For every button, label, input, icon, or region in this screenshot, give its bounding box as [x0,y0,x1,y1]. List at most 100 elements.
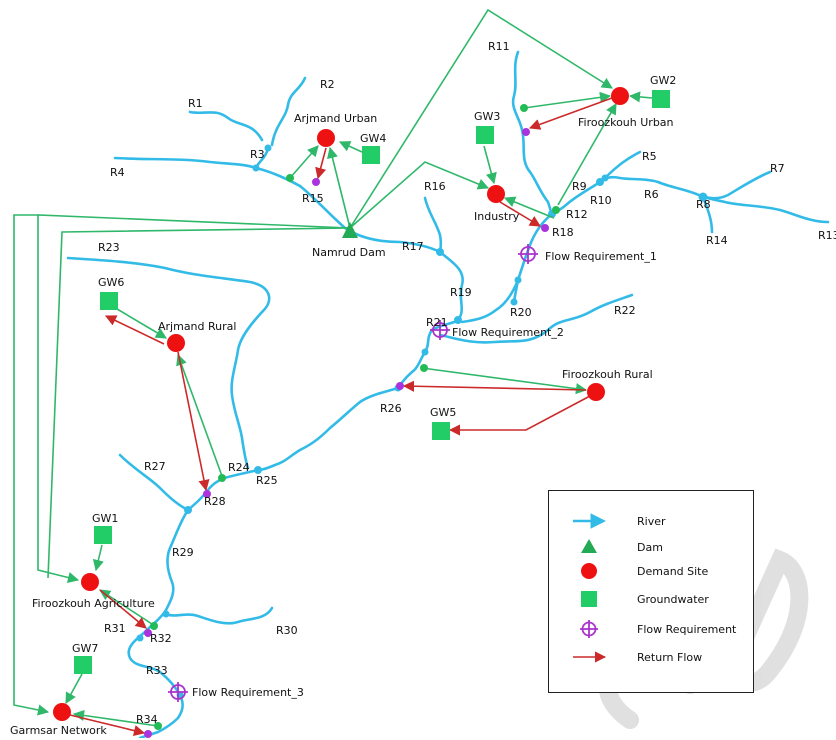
demand-site-firoozkouh-rural[interactable] [587,383,605,401]
river-r11[interactable] [511,50,550,204]
river-label-r11: R11 [488,40,510,53]
river-label-r33: R33 [146,664,168,677]
river-r15[interactable] [298,184,442,254]
demand-site-arjmand-rural[interactable] [167,334,185,352]
label-gw4: GW4 [360,132,387,145]
legend-groundwater-icon [581,591,597,607]
river-label-r27: R27 [144,460,166,473]
groundwater-gw7[interactable] [74,656,92,674]
river-label-r25: R25 [256,474,278,487]
river-label-r2: R2 [320,78,335,91]
demand-site-arjmand-urban[interactable] [317,129,335,147]
flow-requirement-1-icon[interactable] [518,244,538,264]
river-r21[interactable] [396,318,462,390]
legend-row-groundwater: Groundwater [549,589,753,609]
river-label-r20: R20 [510,306,532,319]
river-r23[interactable] [66,256,271,470]
label-namrud-dam: Namrud Dam [312,246,386,259]
river-r17[interactable] [438,250,464,322]
label-gw2: GW2 [650,74,677,87]
label-arjmand-urban: Arjmand Urban [294,112,378,125]
legend-river-label: River [637,515,666,528]
label-gw3: GW3 [474,110,501,123]
river-label-r1: R1 [188,97,203,110]
river-label-r23: R23 [98,241,120,254]
river-label-r18: R18 [552,226,574,239]
river-label-r7: R7 [770,162,785,175]
label-garmsar-network: Garmsar Network [10,724,107,737]
river-r31[interactable] [127,630,182,697]
label-flow-requirement-3: Flow Requirement_3 [192,686,304,699]
river-r1[interactable] [188,110,264,142]
label-firoozkouh-rural: Firoozkouh Rural [562,368,653,381]
legend-dam-icon [581,539,597,553]
legend-return-flow-icon [573,651,607,663]
namrud-dam[interactable] [342,222,358,238]
river-r27[interactable] [118,453,190,512]
river-r2[interactable] [270,76,307,147]
river-label-r30: R30 [276,624,298,637]
river-label-r34: R34 [136,713,158,726]
river-label-r29: R29 [172,546,194,559]
legend-dam-label: Dam [637,541,663,554]
river-r5[interactable] [603,150,642,180]
river-label-r5: R5 [642,150,657,163]
river-r26[interactable] [256,386,400,472]
legend-row-river: River [549,511,753,531]
demand-site-firoozkouh-agriculture[interactable] [81,573,99,591]
legend-river-icon [573,513,607,529]
river-label-r6: R6 [644,188,659,201]
river-label-r15: R15 [302,192,324,205]
legend-groundwater-label: Groundwater [637,593,709,606]
river-label-r17: R17 [402,240,424,253]
river-r16[interactable] [423,196,443,254]
river-label-r8: R8 [696,198,711,211]
demand-site-firoozkouh-urban[interactable] [611,87,629,105]
groundwater-gw4[interactable] [362,146,380,164]
river-r13[interactable] [701,195,830,224]
legend-flow-requirement-label: Flow Requirement [637,623,737,636]
river-label-r26: R26 [380,402,402,415]
legend-row-dam: Dam [549,537,753,557]
river-label-r31: R31 [104,622,126,635]
river-r18[interactable] [460,212,554,324]
flow-requirement-2-icon[interactable] [430,320,450,340]
river-label-r21: R21 [426,316,448,329]
river-label-r14: R14 [706,234,728,247]
river-label-r3: R3 [250,148,265,161]
river-label-r12: R12 [566,208,588,221]
label-arjmand-rural: Arjmand Rural [158,320,237,333]
legend-row-return-flow: Return Flow [549,647,753,667]
groundwater-gw2[interactable] [652,90,670,108]
label-flow-requirement-2: Flow Requirement_2 [452,326,564,339]
river-label-r13: R13 [818,229,836,242]
river-r33[interactable] [156,693,184,734]
flow-requirement-3-icon[interactable] [168,682,188,702]
label-firoozkouh-agriculture: Firoozkouh Agriculture [32,597,155,610]
river-r22[interactable] [438,293,634,344]
river-r4[interactable] [113,156,302,188]
river-label-r19: R19 [450,286,472,299]
legend-demand-site-icon [581,563,597,579]
groundwater-gw3[interactable] [476,126,494,144]
river-r25[interactable] [186,468,260,512]
groundwater-gw1[interactable] [94,526,112,544]
river-label-r28: R28 [204,495,226,508]
groundwater-gw6[interactable] [100,292,118,310]
groundwater-gw5[interactable] [432,422,450,440]
river-label-r22: R22 [614,304,636,317]
river-label-r32: R32 [150,632,172,645]
label-gw6: GW6 [98,276,125,289]
label-firoozkouh-urban: Firoozkouh Urban [578,116,674,129]
river-label-r16: R16 [424,180,446,193]
river-label-r10: R10 [590,194,612,207]
river-r29[interactable] [143,508,190,634]
legend-return-flow-label: Return Flow [637,651,703,664]
river-r30[interactable] [164,606,274,625]
demand-site-garmsar-network[interactable] [53,703,71,721]
demand-site-industry[interactable] [487,185,505,203]
river-label-r9: R9 [572,180,587,193]
river-r7[interactable] [701,170,772,200]
river-label-r4: R4 [110,166,125,179]
